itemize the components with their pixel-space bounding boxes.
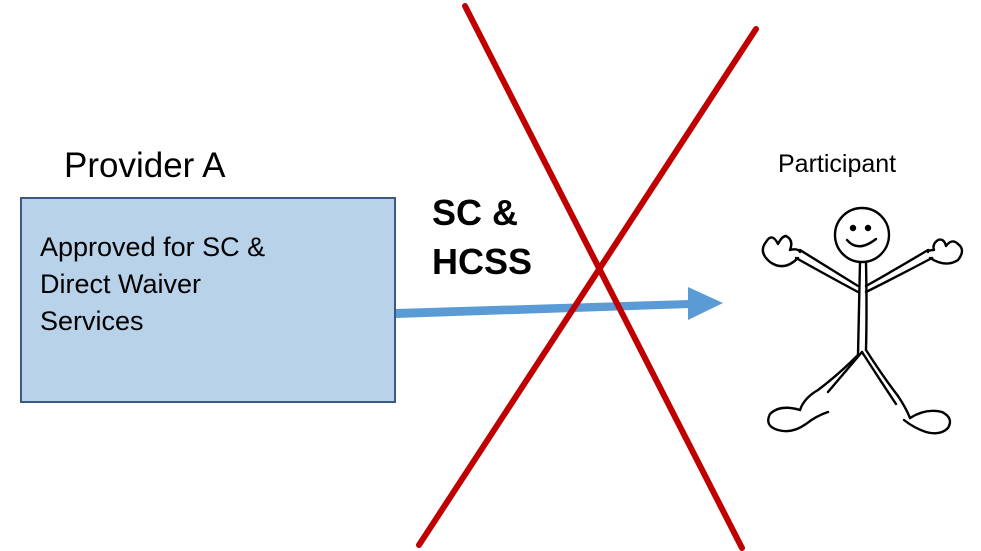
participant-hand: [926, 238, 964, 265]
participant-leg: [826, 350, 864, 394]
prohibited-cross: [416, 3, 759, 551]
service-arrow-head: [688, 287, 723, 320]
participant-eye: [864, 224, 872, 232]
service-label: SC & HCSS: [432, 188, 532, 286]
provider-title: Provider A: [64, 146, 226, 185]
participant-body: [856, 260, 862, 357]
cross-line: [462, 3, 745, 551]
participant-arm: [794, 256, 860, 294]
participant-arm: [798, 248, 860, 288]
participant-leg: [864, 348, 912, 420]
participant-stick-figure: [761, 206, 964, 435]
provider-box: Approved for SC & Direct Waiver Services: [20, 197, 396, 403]
participant-arm: [864, 256, 934, 294]
participant-foot: [902, 409, 952, 435]
cross-line: [416, 26, 759, 548]
participant-body: [864, 260, 868, 352]
participant-eye: [849, 224, 857, 232]
participant-foot: [767, 406, 830, 433]
provider-description: Approved for SC & Direct Waiver Services: [40, 229, 380, 340]
participant-smile: [845, 237, 878, 248]
participant-head: [833, 206, 891, 264]
participant-leg: [860, 350, 898, 406]
provider-description-line: Direct Waiver: [40, 269, 202, 299]
service-arrow-shaft: [396, 300, 690, 318]
service-label-line: SC &: [432, 192, 519, 233]
participant-leg: [798, 353, 860, 412]
provider-description-line: Services: [40, 306, 144, 336]
provider-description-line: Approved for SC &: [40, 232, 266, 262]
participant-hand: [761, 234, 802, 268]
service-arrow: [396, 287, 723, 320]
participant-arm: [864, 248, 930, 288]
participant-label: Participant: [778, 150, 897, 178]
service-label-line: HCSS: [432, 241, 533, 282]
